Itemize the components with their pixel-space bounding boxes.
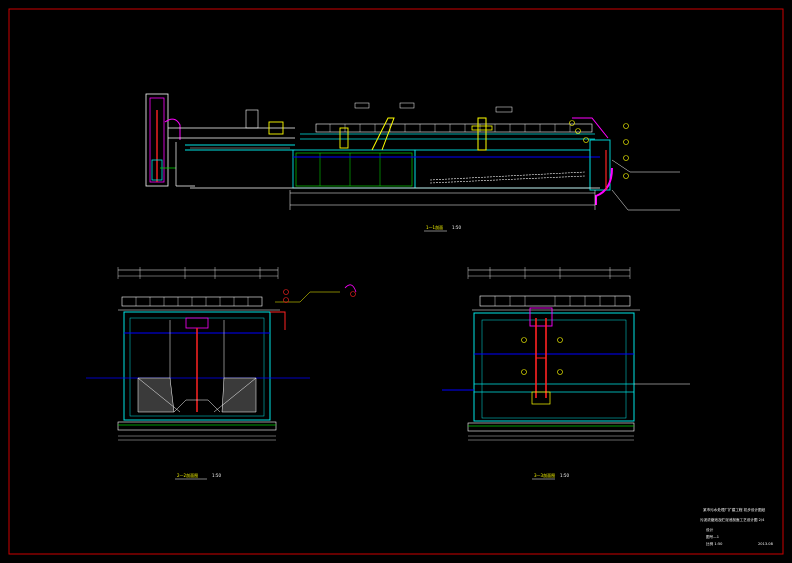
title-block-line5: 比例 1:50: [706, 541, 723, 546]
top-section-scale: 1:50: [452, 225, 461, 230]
title-block-line2: 污泥浓缩池及贮泥池剖面工艺设计图 2/4: [700, 517, 765, 522]
title-block-line1: 某市污水处理厂扩建工程 初步设计图纸: [703, 507, 766, 512]
drawing-frame: [8, 8, 784, 555]
top-section-title: 1—1剖面: [426, 224, 443, 230]
title-block-line3: 设计: [706, 527, 714, 532]
title-block-date: 2013.08: [758, 542, 774, 546]
left-section-scale: 1:50: [212, 473, 221, 478]
title-block: 某市污水处理厂扩建工程 初步设计图纸 污泥浓缩池及贮泥池剖面工艺设计图 2/4 …: [700, 507, 774, 546]
right-section-scale: 1:50: [560, 473, 569, 478]
left-section-title: 2—2剖面图: [177, 472, 198, 478]
right-section-title: 3—3剖面图: [534, 472, 555, 478]
title-block-line4: 图号—1: [706, 534, 719, 539]
right-cross-section: [442, 267, 690, 441]
top-longitudinal-section: [145, 93, 680, 211]
left-cross-section: [86, 267, 357, 441]
